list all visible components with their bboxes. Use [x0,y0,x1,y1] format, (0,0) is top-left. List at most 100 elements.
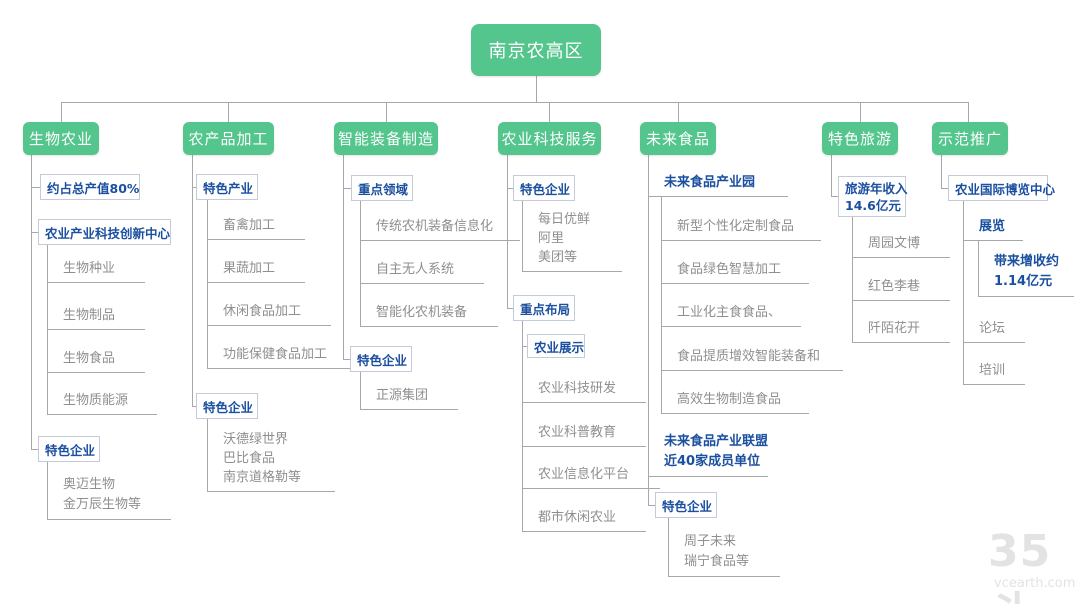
leaf-line: 沃德绿世界 [223,432,289,447]
leaf-processing-enterprises: 沃德绿世界 巴比食品 南京道格勒等 [207,432,335,492]
leaf-quality-improvement-smart-equipment: 食品提质增效智能装备和 [661,349,843,371]
node-future-food-industry-alliance: 未来食品产业联盟 近40家成员单位 [648,432,768,477]
leaf-line: 南京道格勒等 [223,470,302,485]
leaf-autonomous-unmanned-systems: 自主无人系统 [360,262,484,284]
leaf-urban-leisure-agriculture: 都市休闲农业 [522,510,646,532]
branch-agri-tech-services: 农业科技服务 [498,122,601,155]
connector-line [648,155,649,505]
node-featured-enterprises-bio: 特色企业 [38,436,100,462]
leaf-training: 培训 [963,363,1025,385]
connector-line [668,518,669,577]
connector-line [661,197,662,414]
branch-smart-equipment-manufacturing: 智能装备制造 [334,122,438,155]
leaf-bio-enterprises: 奥迈生物 金万辰生物等 [47,476,171,520]
connector-line [536,76,537,102]
leaf-functional-health-food-processing: 功能保健食品加工 [207,347,357,369]
connector-line [360,201,361,327]
connector-line [207,200,208,369]
node-root: 南京农高区 [471,24,601,76]
leaf-agri-tech-rd: 农业科技研发 [522,381,646,403]
branch-demonstration-promotion: 示范推广 [932,122,1008,155]
leaf-industrialized-staple-food: 工业化主食食品、 [661,305,801,327]
leaf-green-smart-processing: 食品绿色智慧加工 [661,262,809,284]
node-agri-international-expo-center: 农业国际博览中心 [948,175,1055,201]
leaf-service-enterprises: 每日优鲜 阿里 美团等 [522,212,622,272]
connector-line [522,321,523,532]
connector-line [47,245,48,415]
leaf-line: 周子未来 [684,534,737,549]
node-featured-enterprises-equipment: 特色企业 [350,346,412,372]
leaf-line: 带来增收约 [994,254,1060,269]
leaf-intelligent-agri-machinery: 智能化农机装备 [360,305,498,327]
leaf-traditional-machinery-informatization: 传统农机装备信息化 [360,219,520,241]
branch-bio-agriculture: 生物农业 [23,122,99,155]
connector-line [648,505,655,506]
leaf-bio-food: 生物食品 [47,351,145,373]
connector-line [831,155,832,196]
connector-line [192,187,196,188]
connector-line [192,406,196,407]
leaf-qianmo-huakai: 阡陌花开 [852,321,950,343]
leaf-line: 每日优鲜 [538,212,591,227]
watermark-logo: 35斗 [988,526,1052,604]
connector-line [192,155,193,406]
leaf-agri-science-education: 农业科普教育 [522,425,646,447]
connector-line [678,102,679,122]
node-label-line: 14.6亿元 [845,197,901,213]
leaf-bio-products: 生物制品 [47,308,145,330]
node-output-value-share: 约占总产值80% [40,174,140,200]
connector-line [47,462,48,520]
leaf-line: 美团等 [538,250,578,265]
connector-line [31,155,32,449]
node-tourism-annual-revenue: 旅游年收入 14.6亿元 [838,176,908,217]
node-featured-enterprises-processing: 特色企业 [196,393,258,419]
branch-featured-tourism: 特色旅游 [822,122,898,155]
connector-line [343,155,344,359]
connector-line [522,201,523,272]
connector-line [522,346,527,347]
leaf-bio-manufactured-food: 高效生物制造食品 [661,392,809,414]
leaf-line: 巴比食品 [223,451,276,466]
leaf-agri-informatization-platform: 农业信息化平台 [522,467,660,489]
node-revenue-increase: 带来增收约 1.14亿元 [978,252,1074,297]
node-exhibition: 展览 [963,219,1023,241]
leaf-personalized-custom-food: 新型个性化定制食品 [661,219,821,241]
leaf-future-food-enterprises: 周子未来 瑞宁食品等 [668,533,780,577]
node-key-layout: 重点布局 [513,295,575,321]
node-agri-exhibition: 农业展示 [527,334,585,358]
connector-line [852,217,853,343]
connector-line [507,188,513,189]
leaf-line: 奥迈生物 [63,477,116,492]
connector-line [228,102,229,122]
connector-line [941,155,942,188]
connector-line [61,102,968,103]
connector-line [968,102,969,122]
leaf-zhengyuan-group: 正源集团 [360,388,458,410]
connector-line [31,449,38,450]
connector-line [507,155,508,308]
connector-line [343,188,351,189]
connector-line [978,241,979,297]
branch-future-food: 未来食品 [640,122,716,155]
node-featured-industry: 特色产业 [196,174,258,200]
leaf-line: 瑞宁食品等 [684,554,750,569]
connector-line [31,232,38,233]
leaf-zhouyuan-wenbo: 周园文博 [852,236,950,258]
node-featured-enterprises-future-food: 特色企业 [655,492,717,518]
connector-line [941,188,948,189]
connector-line [31,187,40,188]
leaf-line: 阿里 [538,231,565,246]
connector-line [507,308,513,309]
leaf-line: 金万辰生物等 [63,497,142,512]
leaf-livestock-processing: 畜禽加工 [207,218,305,240]
connector-line [963,201,964,385]
leaf-snack-food-processing: 休闲食品加工 [207,304,331,326]
connector-line [61,102,62,122]
leaf-line: 1.14亿元 [994,274,1053,289]
connector-line [207,419,208,492]
watermark-domain: vcearth.com [994,576,1076,591]
leaf-red-lixiang: 红色李巷 [852,279,950,301]
leaf-forum: 论坛 [963,321,1025,343]
node-agri-tech-innovation-center: 农业产业科技创新中心 [38,219,171,245]
